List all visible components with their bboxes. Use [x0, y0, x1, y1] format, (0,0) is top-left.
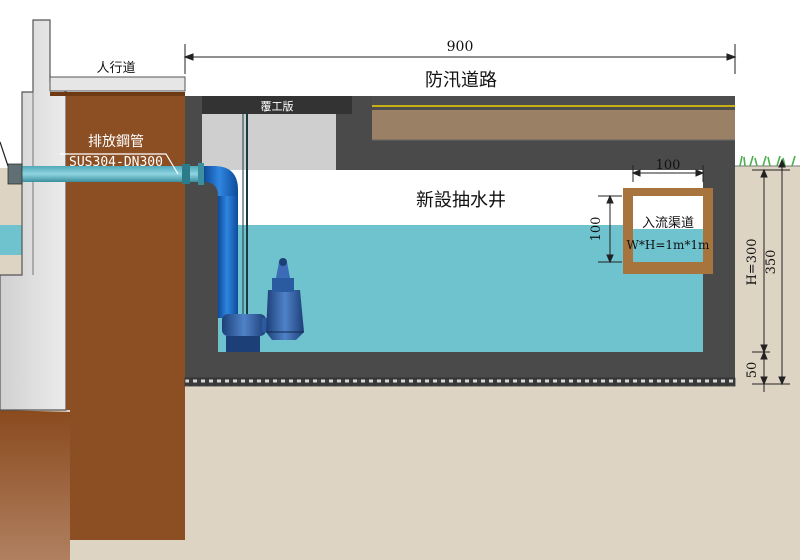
label-height-total: 350	[764, 250, 779, 275]
dimension-inlet-width	[631, 165, 705, 182]
backfill-soil	[50, 92, 185, 540]
grass	[739, 155, 796, 167]
label-base: 50	[745, 362, 760, 379]
discharge-pipe-horizontal	[14, 166, 204, 182]
sidewalk-slab	[49, 76, 186, 92]
label-height-h: H=300	[745, 238, 760, 285]
label-inlet-channel: 入流渠道	[642, 216, 694, 231]
dimension-right-heights	[752, 158, 790, 392]
road-base	[372, 110, 735, 140]
road-asphalt	[372, 96, 735, 110]
label-inlet-height: 100	[589, 217, 604, 242]
foundation-rail	[184, 377, 736, 387]
label-sidewalk: 人行道	[96, 61, 135, 76]
pipe-label-leader	[60, 153, 179, 175]
label-total-width: 900	[447, 39, 474, 55]
label-inlet-size: W*H=1m*1m	[627, 238, 711, 252]
label-inlet-width: 100	[656, 158, 681, 173]
label-cover-plate: 覆工版	[261, 99, 294, 113]
cover-plate	[202, 96, 352, 114]
cover-opening	[202, 112, 336, 170]
river-bank-soil	[0, 410, 70, 560]
soil-right	[735, 166, 800, 396]
discharge-pipe-vertical	[218, 196, 238, 318]
dimension-total-width	[183, 44, 737, 74]
label-pipe-name: 排放鋼管	[88, 134, 144, 150]
label-pipe-spec: SUS304-DN300	[69, 155, 163, 170]
submersible-pump	[222, 258, 304, 352]
dimension-inlet-height	[598, 194, 622, 264]
label-road: 防汛道路	[425, 70, 497, 91]
flap-valve	[7, 163, 23, 185]
label-well: 新設抽水井	[416, 190, 506, 211]
well-chamber-air	[218, 170, 703, 226]
